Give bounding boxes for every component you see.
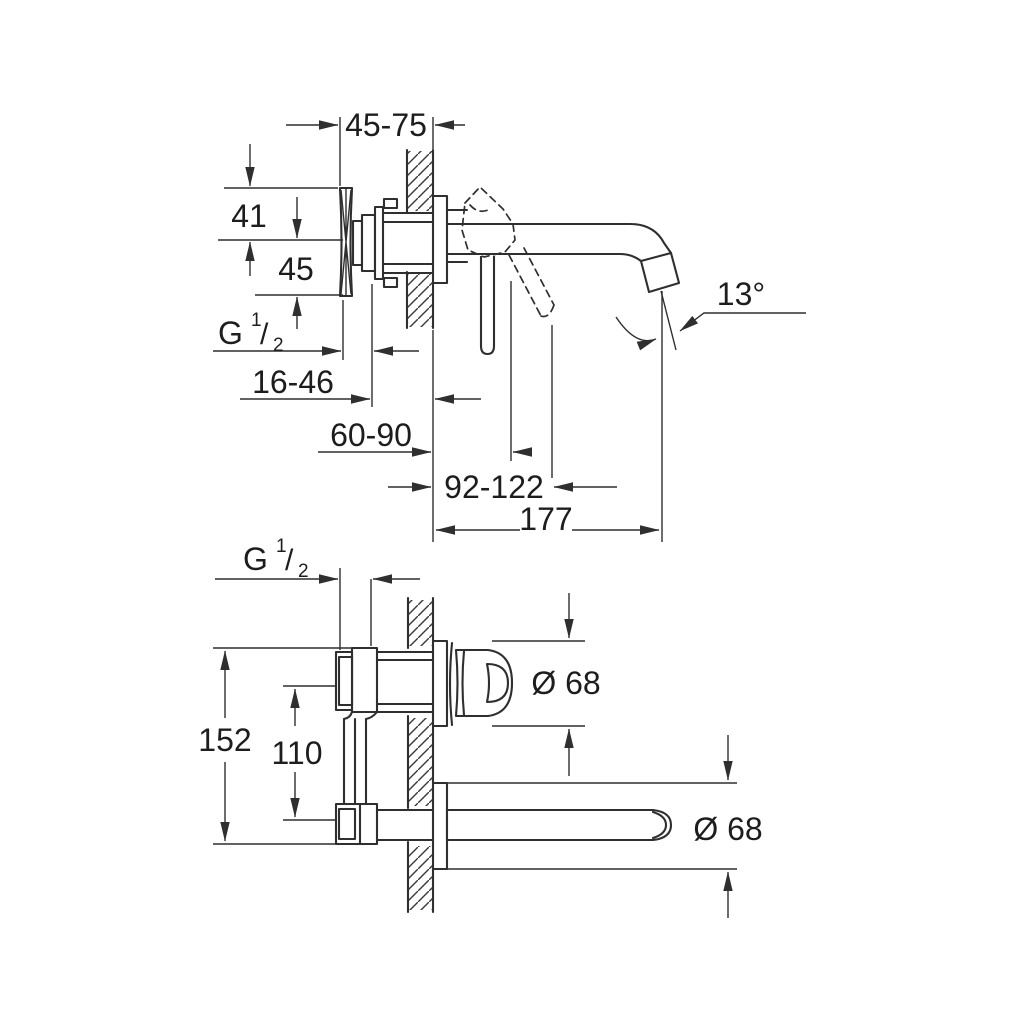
wall-hatch-lower: [407, 274, 433, 327]
through-wall-spout-pipe: [375, 808, 435, 842]
dim-mounting-depth: 45-75: [286, 107, 465, 186]
handle-dome-plan: [448, 641, 514, 727]
body-spine: [342, 717, 368, 806]
dim-text-lever-tip-range: 92-122: [444, 469, 544, 505]
concealed-body-plan: [334, 646, 435, 846]
plan-view: G 1 / 2 152 110 Ø 68: [198, 523, 763, 918]
thread-label-side: G 1 / 2: [218, 297, 284, 356]
mixer-spout-side: [445, 208, 681, 356]
dim-ref-lines: [213, 647, 352, 845]
wall-hatch-middle: [408, 718, 433, 806]
thread-stub: [351, 219, 364, 267]
spout-outer: [445, 222, 673, 255]
dim-text-body-offset: 45: [278, 251, 314, 287]
dim-text-wall-protrusion: 16-46: [252, 364, 334, 400]
spout-bar: [445, 808, 673, 842]
angle-slant-line: [660, 290, 677, 351]
dim-ext-lines: [339, 117, 434, 186]
dim-text-handle-range: 60-90: [330, 417, 412, 453]
dim-ref-lines: [447, 782, 737, 870]
dim-ref-lines: [283, 685, 336, 821]
mount-ear-bottom: [382, 276, 399, 289]
escutcheon-handle-plan: [431, 639, 449, 728]
lever-knob: [485, 662, 510, 704]
dim-ext-lines: [342, 284, 373, 407]
mount-ear-top: [382, 197, 399, 210]
handle-dome-dashed: [461, 186, 516, 258]
spout-inner: [445, 252, 643, 263]
dome-base-arc: [448, 641, 454, 727]
dim-spout-escutcheon-dia: Ø 68: [447, 735, 763, 918]
valve-flange: [373, 205, 385, 281]
dim-spout-projection: 177: [432, 330, 660, 542]
dim-thread-plan: G 1 / 2: [215, 523, 420, 650]
wall-section-plan: [406, 596, 435, 914]
spout-tip-inner-arc: [651, 810, 668, 840]
spout-plan: [445, 808, 673, 842]
spout-mouth: [639, 251, 681, 294]
lever-rod-down: [479, 256, 496, 356]
lower-thread-port: [337, 807, 357, 841]
dim-handle-range: 60-90: [318, 281, 532, 461]
upper-port-block: [350, 646, 379, 714]
dim-handle-escutcheon-dia: Ø 68: [492, 593, 601, 776]
dim-thread-side: G 1 / 2: [213, 284, 419, 407]
upper-thread-port-inner: [337, 655, 354, 707]
dome-inner-arc: [461, 649, 466, 717]
dim-text-overall-height: 152: [198, 722, 251, 758]
dim-text-port-spacing: 110: [271, 735, 322, 771]
concealed-body-side: [338, 186, 435, 298]
dim-body-offset: 45: [255, 197, 343, 329]
through-wall-body: [381, 211, 435, 275]
dim-text-mounting-depth: 45-75: [345, 107, 427, 143]
spout-angle-annotation: 13°: [615, 276, 806, 542]
dim-upper-offset: 41: [218, 144, 343, 276]
dim-text-upper-offset: 41: [231, 198, 267, 234]
escutcheon-side: [431, 194, 449, 285]
angle-arc-arrow: [615, 316, 657, 351]
escutcheon-spout-plan: [431, 781, 449, 871]
handle-dashed-side: [461, 186, 555, 318]
cross-cap-detail: [340, 189, 352, 295]
dim-text-spout-angle: 13°: [717, 276, 765, 312]
dim-lever-tip-range: 92-122: [388, 325, 617, 505]
dim-overall-height: 152: [198, 647, 352, 845]
angle-leader: [679, 312, 806, 332]
through-wall-body: [375, 650, 435, 714]
side-view: 13° 45-75 41 45 G: [213, 107, 806, 542]
handle-grip-dashed: [508, 247, 555, 318]
dim-port-spacing: 110: [271, 685, 336, 821]
wall-hatch-upper: [407, 151, 433, 211]
valve-step: [360, 213, 377, 273]
dim-ext-lines: [339, 568, 372, 650]
handle-notch-dashed: [469, 204, 489, 213]
wall-section-side: [405, 148, 435, 330]
dim-text-spout-projection: 177: [519, 501, 572, 537]
wall-hatch-top: [408, 600, 433, 646]
thread-label-plan: G 1 / 2: [243, 523, 309, 582]
dim-ref-lines: [218, 187, 343, 241]
dim-wall-protrusion: 16-46: [240, 364, 481, 404]
wall-hatch-bottom: [408, 846, 433, 910]
dim-text-handle-escutcheon-dia: Ø 68: [531, 665, 600, 701]
dim-text-spout-escutcheon-dia: Ø 68: [693, 811, 762, 847]
dim-ref-lines: [492, 640, 585, 727]
